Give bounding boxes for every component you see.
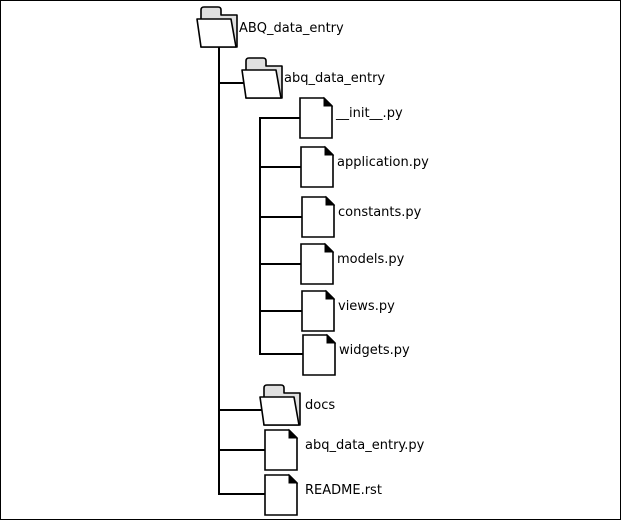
file-icon bbox=[264, 428, 299, 471]
file-icon bbox=[300, 242, 335, 285]
file-label: __init__.py bbox=[336, 106, 403, 121]
file-label: README.rst bbox=[305, 483, 382, 498]
folder-icon bbox=[196, 6, 238, 48]
file-label: constants.py bbox=[338, 205, 422, 220]
file-label: widgets.py bbox=[339, 343, 410, 358]
file-icon bbox=[302, 333, 337, 376]
file-label: models.py bbox=[337, 252, 405, 267]
file-label: abq_data_entry.py bbox=[305, 438, 425, 453]
package-folder-label: abq_data_entry bbox=[284, 71, 386, 86]
file-icon bbox=[300, 145, 335, 188]
folder-icon bbox=[241, 57, 283, 99]
file-icon bbox=[301, 289, 336, 332]
docs-folder-label: docs bbox=[305, 398, 336, 413]
folder-icon bbox=[259, 384, 301, 426]
root-folder-label: ABQ_data_entry bbox=[239, 21, 344, 36]
file-label: views.py bbox=[338, 299, 395, 314]
file-icon bbox=[299, 96, 334, 139]
file-icon bbox=[264, 473, 299, 516]
file-icon bbox=[301, 195, 336, 238]
file-label: application.py bbox=[337, 155, 429, 170]
